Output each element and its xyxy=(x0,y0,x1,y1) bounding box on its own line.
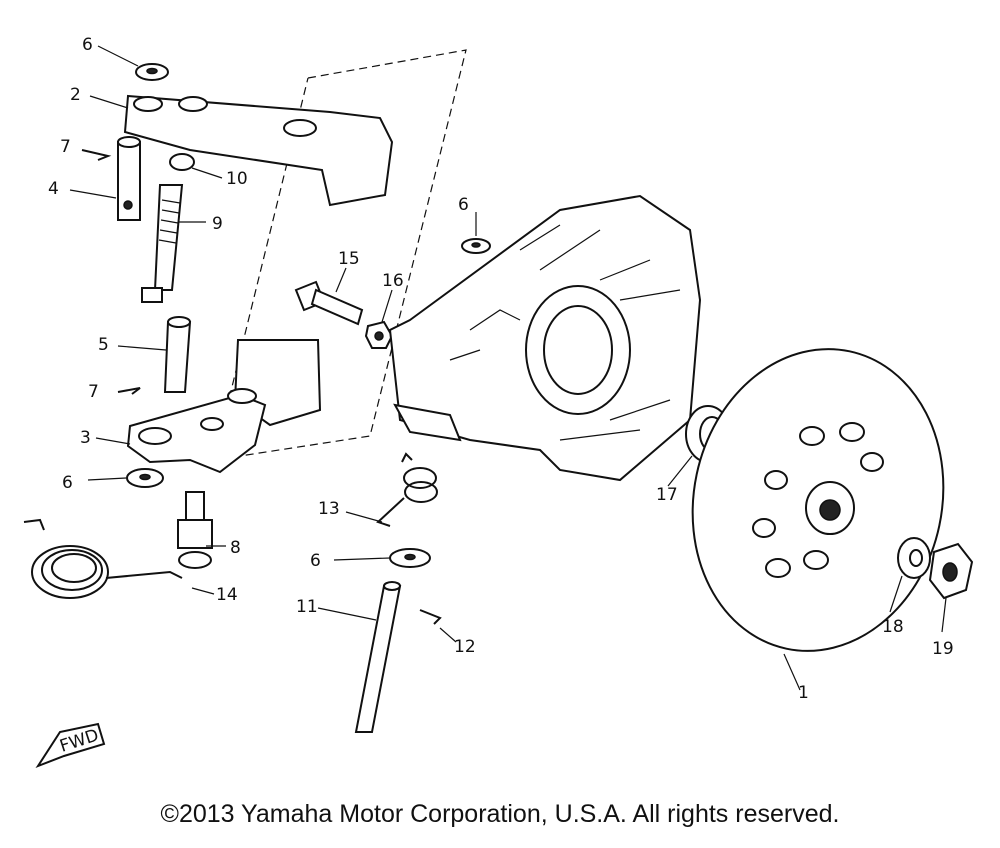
part-7-cotter-pin-mid xyxy=(117,387,141,395)
part-13-spring xyxy=(376,452,438,527)
part-10-bushing xyxy=(169,153,195,171)
callout-3: 3 xyxy=(80,428,91,448)
part-4-pin xyxy=(117,136,141,221)
callout-8: 8 xyxy=(230,538,241,558)
callout-10: 10 xyxy=(226,169,248,189)
callout-4: 4 xyxy=(48,179,59,199)
callout-18: 18 xyxy=(882,617,904,637)
part-11-shaft xyxy=(354,581,402,733)
part-16-nut xyxy=(364,320,394,349)
part-1-disc xyxy=(691,348,945,652)
callout-6-top: 6 xyxy=(82,35,93,55)
callout-6-right: 6 xyxy=(458,195,469,215)
callout-7-mid: 7 xyxy=(88,382,99,402)
part-5-pin xyxy=(163,316,192,393)
part-19-nut xyxy=(928,542,974,600)
callout-6-left: 6 xyxy=(62,473,73,493)
callout-13: 13 xyxy=(318,499,340,519)
callout-11: 11 xyxy=(296,597,318,617)
callout-7-top: 7 xyxy=(60,137,71,157)
part-8-adjuster xyxy=(177,491,213,569)
part-6-washer-mid xyxy=(389,548,431,568)
part-15-bolt xyxy=(294,280,364,326)
callout-14: 14 xyxy=(216,585,238,605)
copyright-notice: ©2013 Yamaha Motor Corporation, U.S.A. A… xyxy=(160,800,840,828)
assembly-outline xyxy=(213,49,467,461)
part-6-washer-left xyxy=(126,468,164,488)
part-3-lower-arm xyxy=(126,339,322,474)
main-housing xyxy=(388,194,702,482)
part-9-bolt xyxy=(141,184,184,303)
part-2-upper-bracket xyxy=(123,94,394,207)
leader-lines xyxy=(69,45,947,691)
callout-19: 19 xyxy=(932,639,954,659)
callout-17: 17 xyxy=(656,485,678,505)
callout-16: 16 xyxy=(382,271,404,291)
part-18-washer xyxy=(897,537,931,579)
part-14-spring xyxy=(23,518,183,599)
callout-6-mid: 6 xyxy=(310,551,321,571)
part-12-clip xyxy=(419,609,442,625)
callout-2: 2 xyxy=(70,85,81,105)
callout-1: 1 xyxy=(798,683,809,703)
part-7-cotter-pin-top xyxy=(81,149,112,161)
callout-12: 12 xyxy=(454,637,476,657)
part-6-washer-right-top xyxy=(461,238,491,254)
callout-5: 5 xyxy=(98,335,109,355)
callout-9: 9 xyxy=(212,214,223,234)
fwd-arrow: FWD xyxy=(35,722,106,769)
part-6-washer-top xyxy=(135,63,169,81)
callout-15: 15 xyxy=(338,249,360,269)
